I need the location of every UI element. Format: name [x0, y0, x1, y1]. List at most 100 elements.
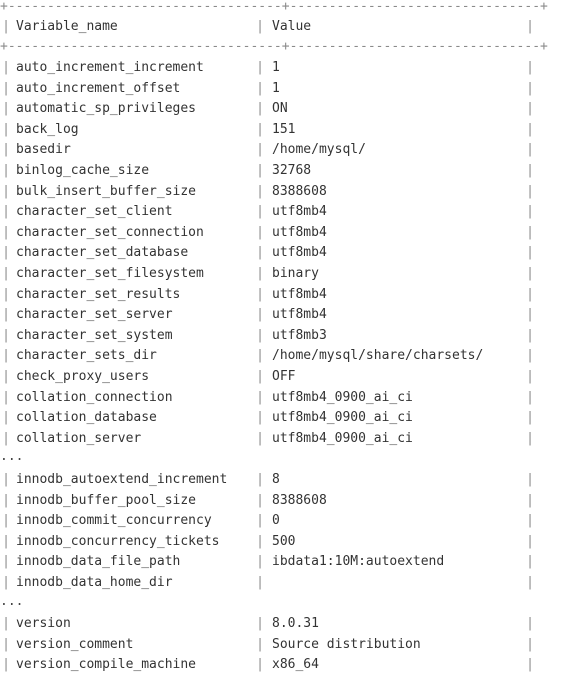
- column-divider: |: [256, 121, 264, 137]
- value-cell: 1: [272, 60, 280, 75]
- value-cell: utf8mb4: [272, 286, 327, 302]
- table-border-top: +-----------------------------------+---…: [0, 0, 548, 14]
- variable-name-cell: innodb_data_home_dir: [16, 575, 173, 590]
- column-divider: |: [256, 492, 264, 508]
- column-divider: |: [526, 245, 534, 261]
- column-divider: |: [526, 575, 534, 590]
- variable-name-cell: binlog_cache_size: [16, 163, 150, 178]
- column-divider: |: [256, 616, 264, 632]
- column-divider: |: [256, 183, 264, 199]
- column-divider: |: [526, 533, 534, 549]
- column-divider: |: [2, 121, 10, 137]
- column-divider: |: [2, 554, 10, 570]
- column-divider: |: [256, 410, 264, 426]
- column-divider: |: [256, 142, 264, 158]
- column-divider: |: [2, 389, 10, 405]
- value-cell: 8: [272, 472, 280, 487]
- column-divider: |: [2, 636, 10, 652]
- variable-name-cell: character_set_client: [16, 204, 173, 220]
- value-cell: Source distribution: [272, 636, 421, 652]
- variable-name-cell: innodb_buffer_pool_size: [16, 492, 197, 508]
- variable-name-cell: bulk_insert_buffer_size: [16, 183, 197, 199]
- omitted-rows-ellipsis: ...: [0, 449, 24, 465]
- variable-name-cell: character_set_filesystem: [16, 266, 204, 281]
- variable-name-cell: back_log: [16, 121, 79, 137]
- value-cell: utf8mb4: [272, 224, 327, 240]
- variable-name-cell: character_set_server: [16, 307, 173, 323]
- column-divider: |: [256, 369, 264, 384]
- value-cell: x86_64: [272, 657, 319, 673]
- column-divider: |: [526, 224, 534, 240]
- variable-name-cell: version_comment: [16, 636, 134, 652]
- column-divider: |: [2, 19, 10, 34]
- column-divider: |: [256, 19, 264, 34]
- column-divider: |: [526, 492, 534, 508]
- column-divider: |: [2, 513, 10, 529]
- column-divider: |: [526, 60, 534, 75]
- column-divider: |: [526, 183, 534, 199]
- table-header-row: | Variable_name | Value |: [0, 17, 534, 38]
- value-cell: utf8mb4_0900_ai_ci: [272, 389, 413, 405]
- column-divider: |: [256, 430, 264, 446]
- column-divider: |: [2, 369, 10, 384]
- column-divider: |: [256, 636, 264, 652]
- value-cell: utf8mb4_0900_ai_ci: [272, 430, 413, 446]
- column-header-value: Value: [272, 19, 312, 34]
- variable-name-cell: basedir: [16, 142, 71, 158]
- value-cell: /home/mysql/share/charsets/: [272, 348, 484, 364]
- column-divider: |: [2, 348, 10, 364]
- variable-name-cell: collation_database: [16, 410, 157, 426]
- variable-name-cell: version: [16, 616, 71, 632]
- column-divider: |: [256, 307, 264, 323]
- column-divider: |: [256, 513, 264, 529]
- value-cell: 32768: [272, 163, 312, 178]
- column-divider: |: [256, 286, 264, 302]
- variable-name-cell: innodb_commit_concurrency: [16, 513, 212, 529]
- value-cell: utf8mb4: [272, 245, 327, 261]
- variable-name-cell: character_set_system: [16, 327, 173, 343]
- column-divider: |: [2, 266, 10, 281]
- variable-name-cell: collation_connection: [16, 389, 173, 405]
- variable-name-cell: innodb_data_file_path: [16, 554, 181, 570]
- column-divider: |: [256, 224, 264, 240]
- value-cell: binary: [272, 266, 319, 281]
- omitted-rows-ellipsis: ...: [0, 593, 24, 609]
- value-cell: OFF: [272, 369, 296, 384]
- value-cell: /home/mysql/: [272, 142, 366, 158]
- column-divider: |: [526, 348, 534, 364]
- variable-name-cell: auto_increment_offset: [16, 80, 181, 96]
- column-divider: |: [526, 616, 534, 632]
- variable-name-cell: automatic_sp_privileges: [16, 101, 197, 117]
- value-cell: 151: [272, 121, 296, 137]
- column-divider: |: [2, 492, 10, 508]
- column-divider: |: [526, 327, 534, 343]
- column-divider: |: [526, 554, 534, 570]
- value-cell: 0: [272, 513, 280, 529]
- column-divider: |: [2, 204, 10, 220]
- column-divider: |: [526, 636, 534, 652]
- value-cell: 8.0.31: [272, 616, 319, 632]
- column-divider: |: [2, 472, 10, 487]
- variable-name-cell: character_set_connection: [16, 224, 204, 240]
- column-divider: |: [2, 142, 10, 158]
- column-divider: |: [526, 266, 534, 281]
- column-divider: |: [526, 657, 534, 673]
- column-divider: |: [256, 163, 264, 178]
- column-divider: |: [526, 101, 534, 117]
- column-divider: |: [256, 245, 264, 261]
- column-divider: |: [526, 307, 534, 323]
- table-border-header: +-----------------------------------+---…: [0, 39, 548, 54]
- column-divider: |: [256, 101, 264, 117]
- value-cell: utf8mb3: [272, 327, 327, 343]
- column-divider: |: [2, 327, 10, 343]
- column-divider: |: [2, 245, 10, 261]
- value-cell: ON: [272, 101, 288, 117]
- value-cell: 1: [272, 80, 280, 96]
- column-divider: |: [256, 348, 264, 364]
- column-divider: |: [2, 410, 10, 426]
- column-divider: |: [256, 533, 264, 549]
- column-divider: |: [526, 410, 534, 426]
- column-header-variable-name: Variable_name: [16, 19, 118, 34]
- variable-name-cell: innodb_concurrency_tickets: [16, 533, 220, 549]
